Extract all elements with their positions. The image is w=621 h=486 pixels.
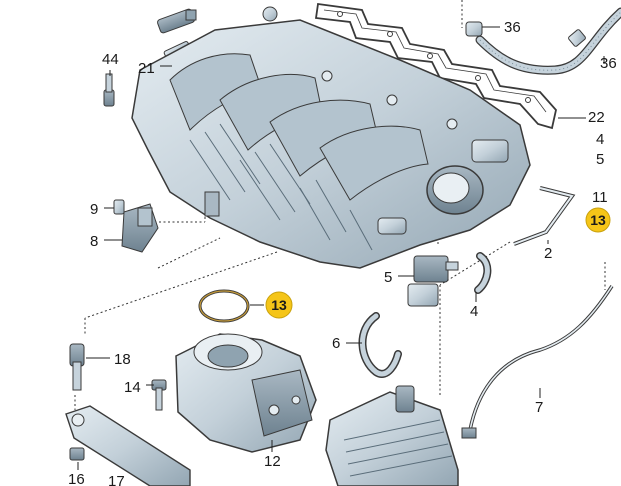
label-6: 6 [332,335,340,352]
tube-2 [513,186,576,246]
solenoid-valve [407,255,459,307]
badge-13-left-text: 13 [271,297,287,313]
bolt-44 [103,73,115,107]
wiring-harness-7 [461,285,614,439]
bracket-17 [65,405,191,486]
label-4-top: 4 [596,131,604,148]
badge-13-left: 13 [265,291,293,319]
label-36: 36 [504,19,521,36]
nut-16 [69,447,85,461]
badge-13-right-text: 13 [590,212,606,228]
label-7: 7 [535,399,543,416]
hose-4 [474,252,492,294]
label-4-mid: 4 [470,303,478,320]
air-filter-housing [325,385,459,486]
sensor-8 [113,199,159,253]
bolt-14 [151,379,167,411]
stud-18 [69,343,85,391]
label-5-top: 5 [596,151,604,168]
part-number-labels: 44 21 36 36 22 4 5 11 2 9 8 5 4 6 18 14 … [68,19,617,486]
label-36-right: 36 [600,55,617,72]
vacuum-hose-top [465,7,621,75]
manifold-gasket [314,2,557,130]
leader-lines [77,26,605,470]
label-2: 2 [544,245,552,262]
label-18: 18 [114,351,131,368]
label-12: 12 [264,453,281,470]
label-22: 22 [588,109,605,126]
label-8: 8 [90,233,98,250]
badge-13-right: 13 [585,207,611,233]
label-14: 14 [124,379,141,396]
hose-6 [358,312,402,378]
intake-manifold [131,6,531,269]
label-44: 44 [102,51,119,68]
label-16: 16 [68,471,85,486]
label-9: 9 [90,201,98,218]
throttle-body [175,333,317,453]
label-17: 17 [108,473,125,486]
label-11: 11 [592,189,608,206]
label-5-mid: 5 [384,269,392,286]
label-21: 21 [138,60,155,77]
